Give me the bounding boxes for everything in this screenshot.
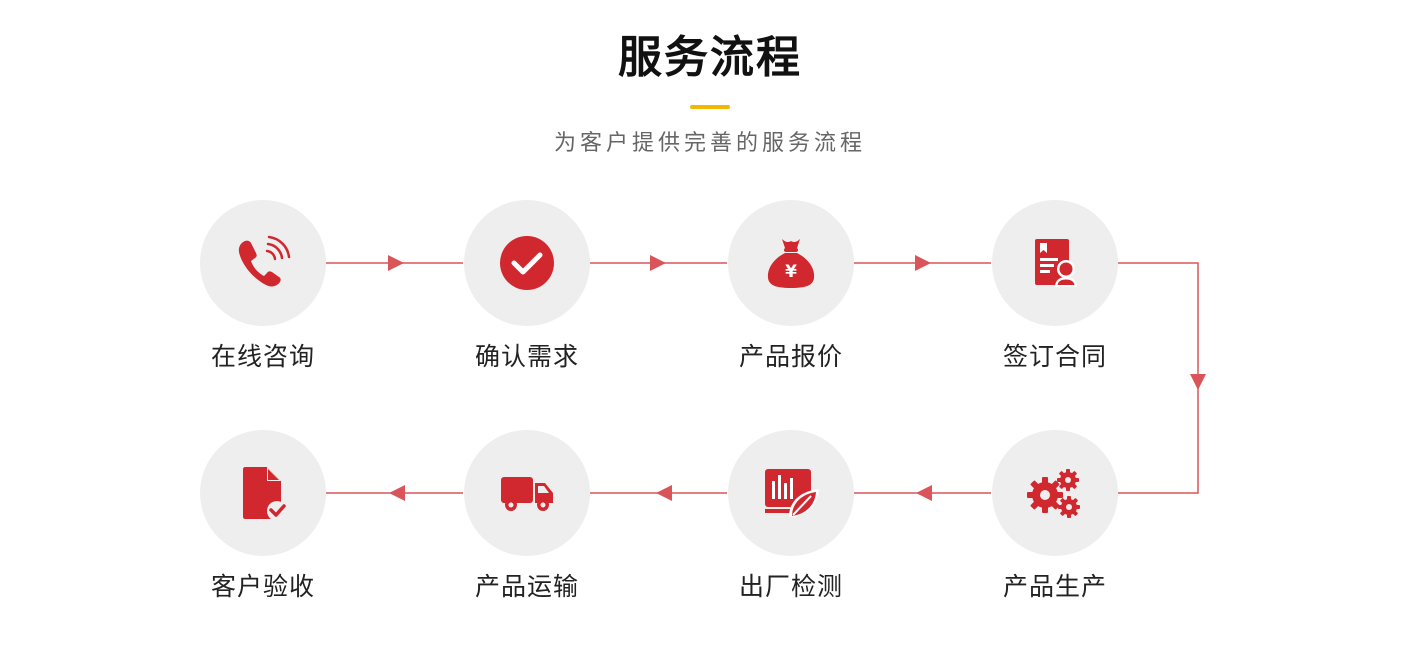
step-label: 客户验收 [210, 572, 315, 601]
arrow-down [1190, 374, 1206, 390]
step-label: 产品生产 [1002, 572, 1107, 601]
step-label: 出厂检测 [738, 572, 843, 601]
arrow-left-3 [389, 485, 405, 501]
arrow-right-1 [388, 255, 404, 271]
money-bag-icon: ¥ [767, 239, 815, 288]
step-circle [992, 200, 1118, 326]
svg-text:¥: ¥ [785, 262, 797, 282]
arrow-right-2 [650, 255, 666, 271]
check-circle-icon [500, 236, 554, 290]
contract-icon [1035, 239, 1077, 287]
step-production: 产品生产 [935, 430, 1175, 604]
step-label: 产品运输 [474, 572, 579, 601]
step-circle: ¥ [728, 200, 854, 326]
step-circle [464, 200, 590, 326]
document-check-icon [243, 467, 287, 521]
step-label: 签订合同 [1002, 342, 1107, 371]
step-circle [200, 200, 326, 326]
page-title: 服务流程 [618, 32, 802, 83]
inspection-icon [765, 469, 819, 517]
step-transport: 产品运输 [407, 430, 647, 604]
step-factory-inspection: 出厂检测 [671, 430, 911, 604]
step-label: 产品报价 [738, 342, 843, 371]
step-label: 确认需求 [474, 342, 579, 371]
arrow-left-1 [916, 485, 932, 501]
step-customer-acceptance: 客户验收 [143, 430, 383, 604]
step-quotation: ¥ 产品报价 [671, 200, 911, 374]
step-online-consult: 在线咨询 [143, 200, 383, 374]
step-circle [728, 430, 854, 556]
step-circle [992, 430, 1118, 556]
step-confirm-needs: 确认需求 [407, 200, 647, 374]
phone-icon [238, 235, 291, 287]
step-circle [200, 430, 326, 556]
step-sign-contract: 签订合同 [935, 200, 1175, 374]
arrow-right-3 [915, 255, 931, 271]
arrow-left-2 [656, 485, 672, 501]
step-label: 在线咨询 [210, 342, 315, 371]
truck-icon [501, 477, 553, 511]
title-underline [690, 105, 730, 109]
step-circle [464, 430, 590, 556]
gears-icon [1027, 469, 1080, 518]
page-subtitle: 为客户提供完善的服务流程 [553, 131, 866, 156]
